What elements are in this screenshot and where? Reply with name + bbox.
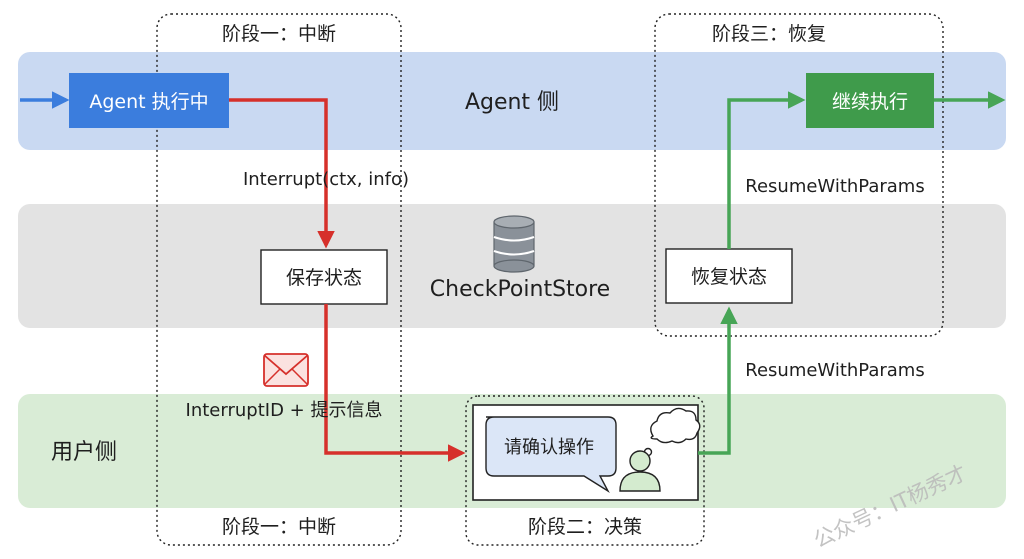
interrupt-arrow (229, 98, 335, 249)
restore-state-box (665, 248, 793, 304)
phase2-label: 阶段二：决策 (528, 516, 642, 538)
confirm-bubble-label: 请确认操作 (504, 437, 594, 458)
resume-bottom-label: ResumeWithParams (745, 360, 924, 381)
agent-running-box (69, 73, 229, 128)
resume-top-arrow (727, 91, 806, 249)
agent-lane-label: Agent 侧 (465, 90, 559, 115)
phase3-label: 阶段三：恢复 (712, 23, 826, 45)
envelope-icon (263, 353, 309, 387)
database-icon (493, 215, 535, 273)
interrupt-info-arrow (324, 304, 466, 462)
resume-bottom-arrow (698, 306, 738, 455)
user-lane-label: 用户侧 (51, 440, 117, 465)
agent-lane (18, 52, 1006, 150)
phase1-top-label: 阶段一：中断 (222, 23, 336, 45)
phase2-frame (465, 395, 705, 546)
phase3-frame (654, 13, 944, 337)
user-person-icon (619, 450, 661, 492)
interrupt-info-label: InterruptID + 提示信息 (186, 400, 383, 421)
restore-state-label: 恢复状态 (691, 266, 767, 288)
speech-bubble (485, 416, 617, 493)
resume-top-label: ResumeWithParams (745, 176, 924, 197)
save-state-label: 保存状态 (286, 267, 362, 289)
interrupt-call-label: Interrupt(ctx, info) (243, 169, 409, 190)
checkpoint-store-label: CheckPointStore (430, 277, 610, 302)
agent-running-label: Agent 执行中 (89, 91, 208, 113)
continue-exec-box (806, 73, 934, 128)
save-state-box (260, 249, 388, 305)
continue-exec-label: 继续执行 (832, 91, 908, 113)
phase1-bottom-label: 阶段一：中断 (222, 516, 336, 538)
phase1-frame (156, 13, 402, 546)
